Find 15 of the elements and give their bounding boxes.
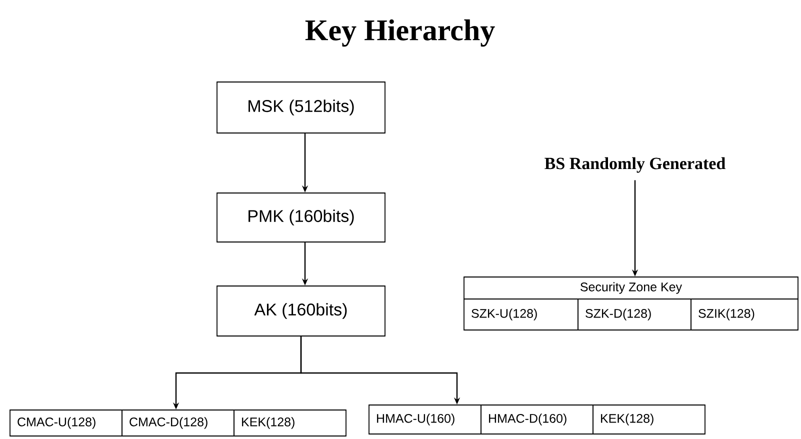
key-cell: CMAC-D(128) bbox=[122, 410, 234, 436]
key-box: AK (160bits) bbox=[216, 286, 386, 336]
title: Key Hierarchy bbox=[305, 19, 495, 47]
header-cell: Security Zone Key bbox=[464, 276, 798, 300]
key-cell: KEK(128) bbox=[234, 410, 346, 436]
key-cell: KEK(128) bbox=[592, 404, 706, 434]
key-cell: HMAC-U(160) bbox=[368, 404, 482, 434]
key-cell: SZIK(128) bbox=[690, 298, 798, 330]
key-box: PMK (160bits) bbox=[216, 192, 386, 242]
key-cell: HMAC-D(160) bbox=[480, 404, 594, 434]
key-cell: SZK-U(128) bbox=[464, 298, 578, 330]
source-label: BS Randomly Generated bbox=[544, 157, 726, 173]
key-cell: CMAC-U(128) bbox=[10, 410, 122, 436]
key-box: MSK (512bits) bbox=[216, 82, 386, 134]
key-cell: SZK-D(128) bbox=[578, 298, 692, 330]
